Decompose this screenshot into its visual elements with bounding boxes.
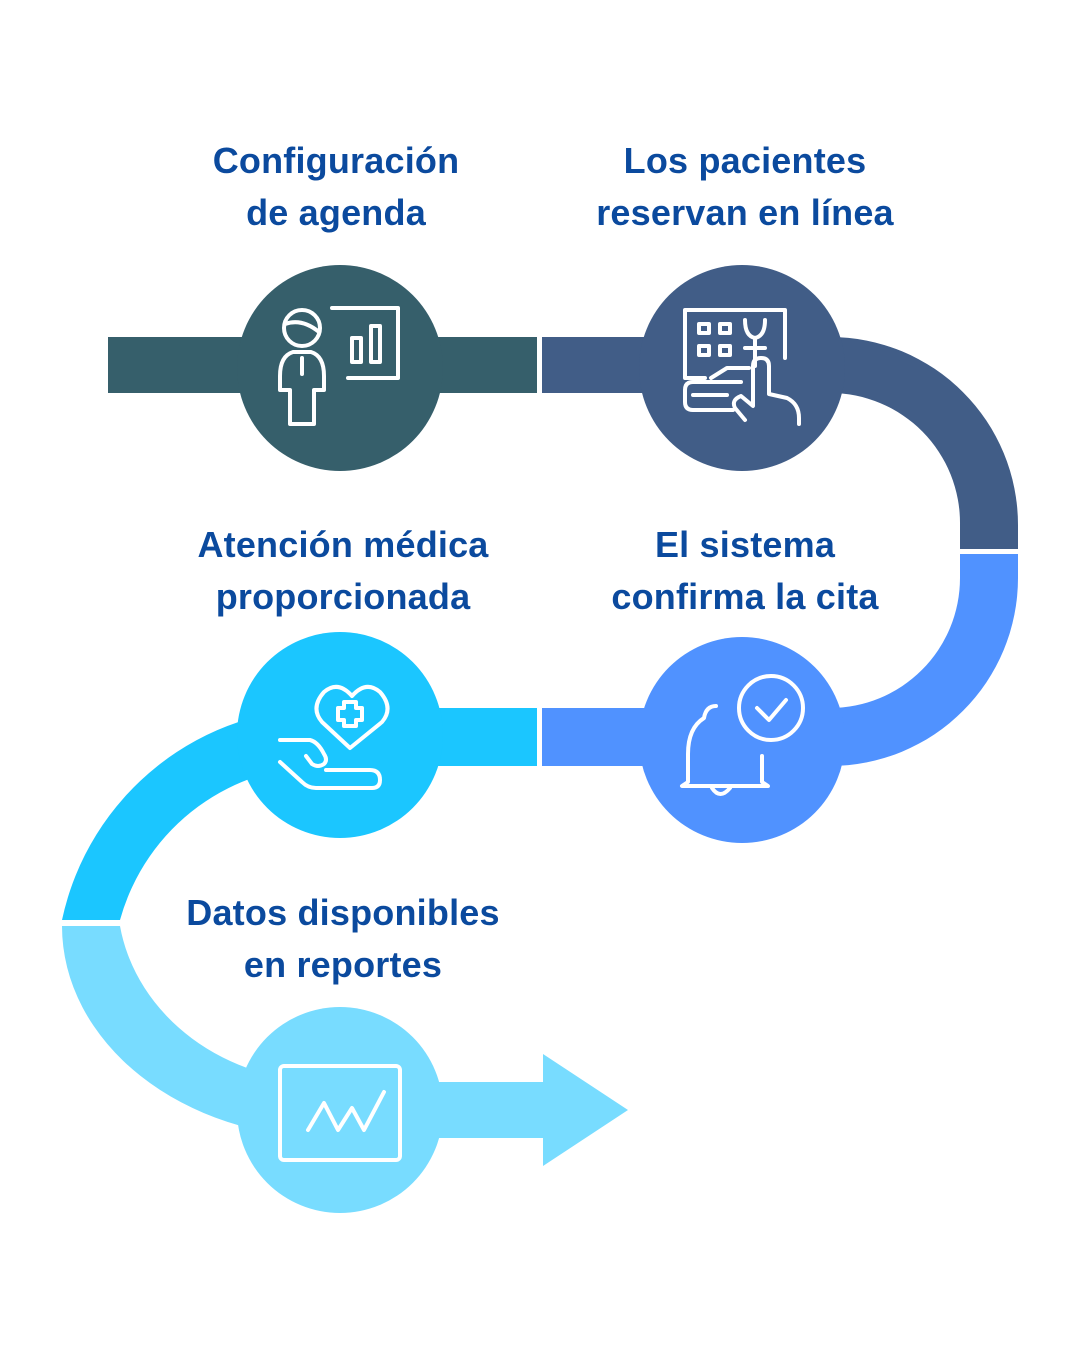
- step-2-title: Los pacientes reservan en línea: [535, 135, 955, 239]
- step-5-title-line1: Datos disponibles: [186, 892, 500, 933]
- touch-screen-booking-icon: [683, 308, 801, 426]
- step-1-title: Configuración de agenda: [126, 135, 546, 239]
- step-3-title-line2: confirma la cita: [611, 576, 879, 617]
- step-5-band: [62, 926, 628, 1166]
- step-5-title: Datos disponibles en reportes: [133, 887, 553, 991]
- bell-check-icon: [680, 674, 805, 796]
- step-5-title-line2: en reportes: [243, 944, 443, 985]
- step-4-title-line2: proporcionada: [215, 576, 471, 617]
- step-1-title-line1: Configuración: [212, 140, 460, 181]
- step-4-circle: [237, 632, 443, 838]
- step-4-title-line1: Atención médica: [197, 524, 489, 565]
- step-1-title-line2: de agenda: [246, 192, 426, 233]
- step-2-title-line1: Los pacientes: [623, 140, 867, 181]
- step-4-title: Atención médica proporcionada: [133, 519, 553, 623]
- line-chart-monitor-icon: [278, 1064, 402, 1162]
- step-3-circle: [639, 637, 845, 843]
- presentation-chart-icon: [278, 306, 400, 426]
- hand-heart-icon: [278, 684, 390, 790]
- step-3-title: El sistema confirma la cita: [535, 519, 955, 623]
- step-3-title-line1: El sistema: [654, 524, 836, 565]
- step-2-title-line2: reservan en línea: [596, 192, 894, 233]
